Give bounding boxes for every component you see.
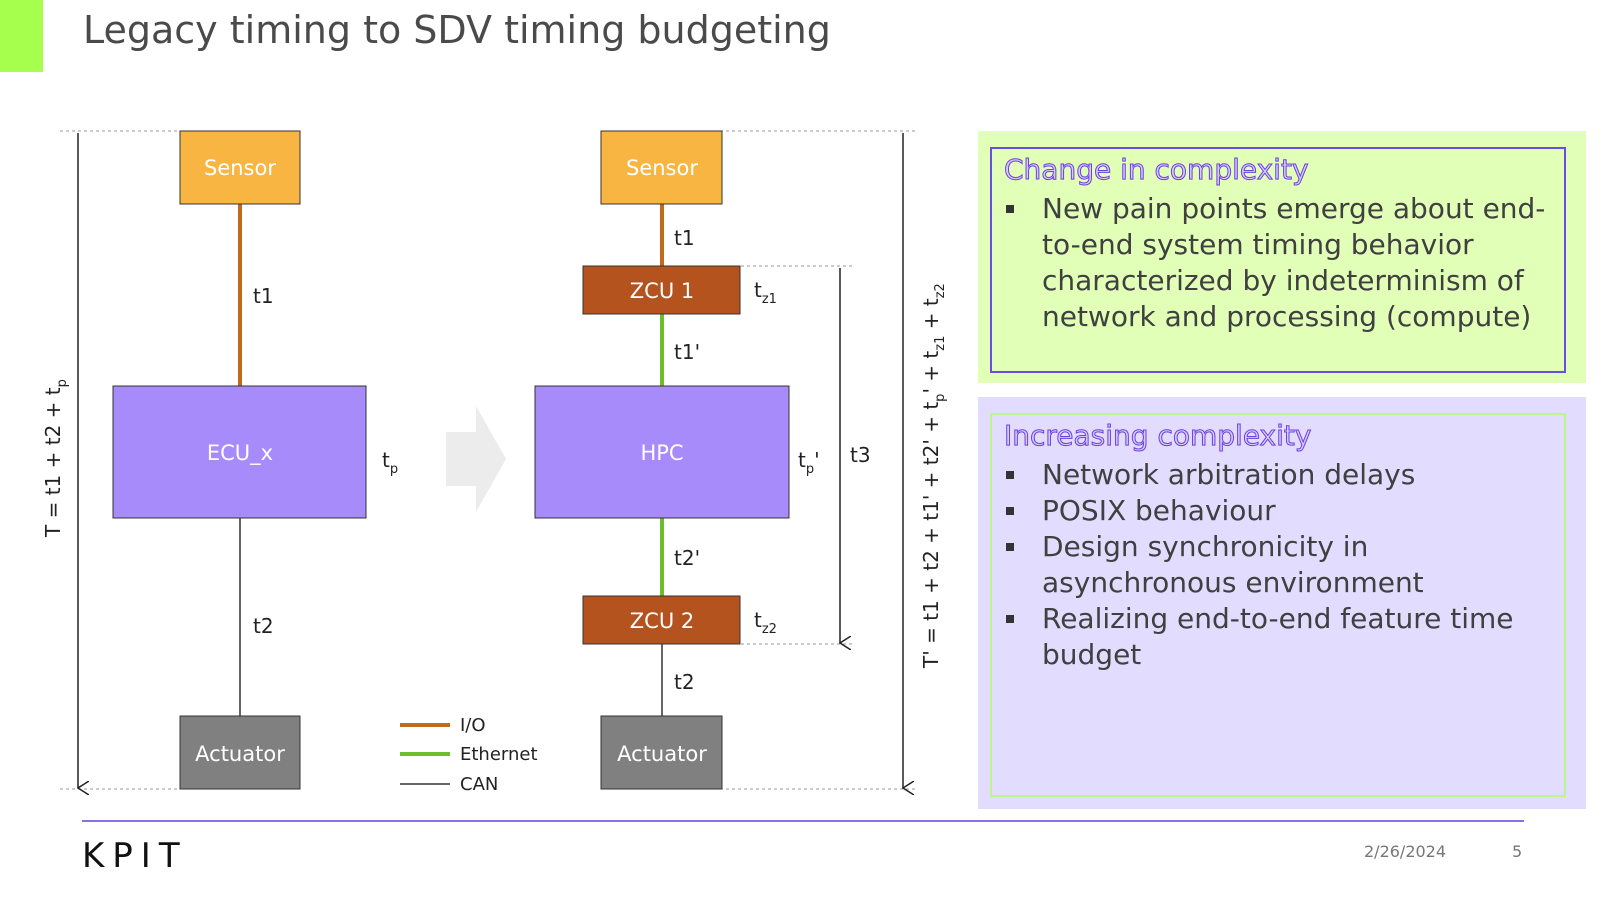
legacy-tp-label: tp — [382, 448, 398, 477]
zcu2-label: ZCU 2 — [630, 609, 694, 633]
t3-label: t3 — [850, 443, 871, 467]
sdv-actuator-box: Actuator — [600, 715, 723, 790]
increasing-complexity-list: Network arbitration delays POSIX behavio… — [1004, 457, 1562, 673]
legacy-sensor-label: Sensor — [204, 156, 276, 180]
list-item: Realizing end-to-end feature time budget — [1004, 601, 1562, 673]
sdv-t1-prime-label: t1' — [674, 340, 700, 364]
sdv-sensor-box: Sensor — [600, 130, 723, 205]
increasing-complexity-heading: Increasing complexity — [1003, 419, 1312, 453]
legacy-total-label: T = t1 + t2 + tp — [41, 379, 70, 538]
increasing-complexity-panel: Increasing complexity Network arbitratio… — [978, 397, 1586, 809]
change-complexity-heading: Change in complexity — [1004, 153, 1310, 187]
bullet-square-icon — [1006, 205, 1014, 213]
list-item: POSIX behaviour — [1004, 493, 1562, 529]
change-complexity-list: New pain points emerge about end-to-end … — [1004, 191, 1562, 335]
bullet-square-icon — [1006, 543, 1014, 551]
legacy-t2-label: t2 — [253, 614, 274, 638]
legacy-sensor-box: Sensor — [179, 130, 301, 205]
accent-bar — [0, 0, 43, 72]
hpc-box: HPC — [534, 385, 790, 519]
sdv-actuator-label: Actuator — [617, 742, 707, 766]
legacy-ecu-box: ECU_x — [112, 385, 367, 519]
timing-diagram: T = t1 + t2 + tp Sensor ECU_x Actuator t… — [41, 130, 948, 795]
slide-date: 2/26/2024 — [1364, 842, 1447, 861]
zcu2-box: ZCU 2 — [582, 595, 741, 645]
legend: I/O Ethernet CAN — [400, 715, 538, 795]
hpc-tp-label: tp' — [798, 448, 820, 477]
legend-ethernet-label: Ethernet — [460, 744, 538, 765]
bullet-square-icon — [1006, 471, 1014, 479]
legacy-actuator-box: Actuator — [179, 715, 301, 790]
kpit-logo: KPIT — [82, 836, 188, 876]
transition-arrow-icon — [446, 406, 506, 512]
list-item: Network arbitration delays — [1004, 457, 1562, 493]
zcu1-box: ZCU 1 — [582, 265, 741, 315]
list-item: New pain points emerge about end-to-end … — [1004, 191, 1562, 335]
tz2-label: tz2 — [754, 608, 777, 637]
page-title: Legacy timing to SDV timing budgeting — [83, 8, 831, 52]
legacy-ecu-label: ECU_x — [207, 441, 273, 466]
change-complexity-panel: Change in complexity New pain points eme… — [978, 131, 1586, 383]
increasing-complexity-border — [990, 413, 1566, 797]
page-number: 5 — [1512, 842, 1523, 861]
sdv-sensor-label: Sensor — [626, 156, 698, 180]
legend-io-label: I/O — [460, 715, 486, 736]
footer-divider — [82, 820, 1524, 822]
sdv-t2-label: t2 — [674, 670, 695, 694]
change-complexity-border — [990, 147, 1566, 373]
hpc-label: HPC — [640, 441, 683, 465]
bullet-square-icon — [1006, 507, 1014, 515]
sdv-t1-label: t1 — [674, 226, 695, 250]
sdv-t2-prime-label: t2' — [674, 546, 700, 570]
list-item: Design synchronicity in asynchronous env… — [1004, 529, 1562, 601]
legend-can-label: CAN — [460, 774, 498, 795]
tz1-label: tz1 — [754, 278, 777, 307]
legacy-actuator-label: Actuator — [195, 742, 285, 766]
legacy-t1-label: t1 — [253, 284, 274, 308]
zcu1-label: ZCU 1 — [630, 279, 694, 303]
bullet-square-icon — [1006, 615, 1014, 623]
sdv-total-label: T' = t1 + t2 + t1' + t2' + tp' + tz1 + t… — [919, 283, 948, 669]
